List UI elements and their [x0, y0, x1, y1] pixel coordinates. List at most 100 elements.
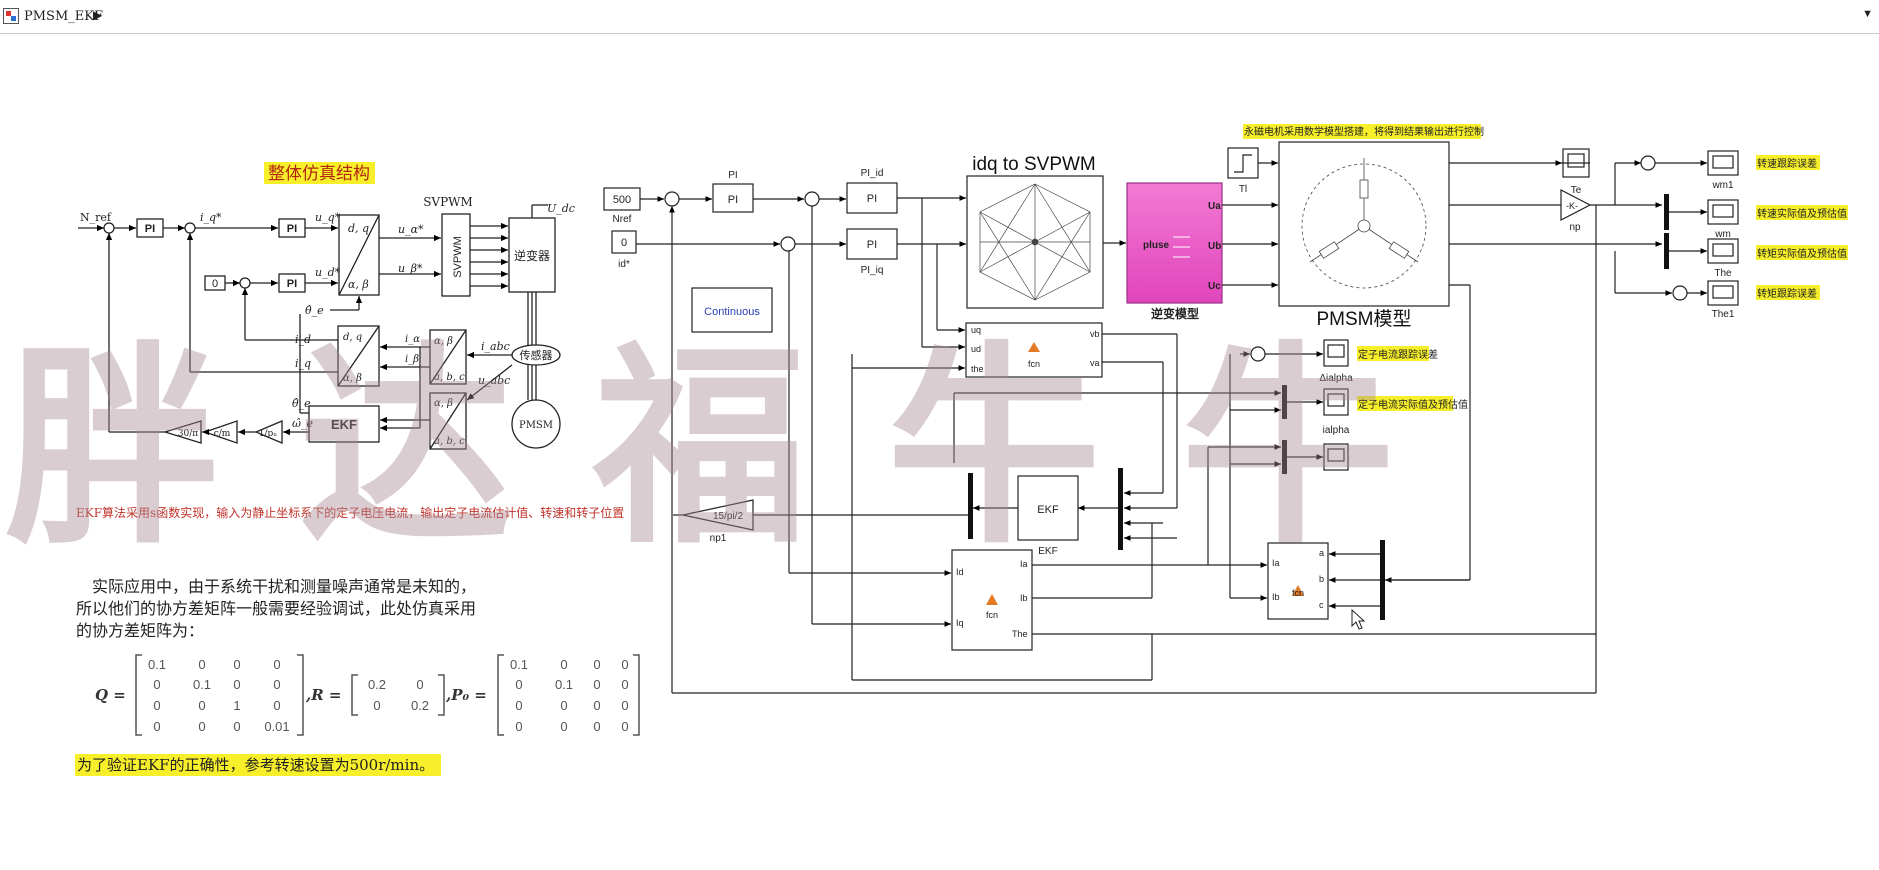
mini-pi-iq-text: PI: [287, 223, 297, 235]
wm-scope-label: wm: [1714, 229, 1731, 240]
torque-err-highlight: [1756, 285, 1820, 300]
mux-ialpha[interactable]: [1282, 385, 1287, 419]
p-cell: 0: [515, 698, 522, 713]
step-icon: [1234, 154, 1252, 173]
paragraph-line-2: 所以他们的协方差矩阵一般需要经验调试，此处仿真采用: [76, 599, 476, 618]
q-cell: 0: [233, 677, 240, 692]
mux-ibeta[interactable]: [1282, 440, 1287, 474]
ekf-text: EKF: [1037, 504, 1059, 516]
mini-gain-c-text: c/m: [214, 429, 231, 439]
np1-gain-block[interactable]: [682, 499, 754, 531]
mouse-cursor-icon: [1351, 608, 1366, 630]
pi-speed-block[interactable]: [712, 183, 754, 213]
q-cell: 0.1: [148, 657, 166, 672]
pi-speed-label: PI: [728, 170, 737, 181]
r-cell: 0.2: [368, 677, 386, 692]
matlab-function-icon: [986, 594, 998, 605]
mini-gain-30pi: [162, 420, 202, 444]
pmsm-note-highlight: [1243, 124, 1481, 139]
mini-ibeta: i_β: [405, 354, 419, 365]
left-panel: 整体仿真结构 N_ref PI i_q* PI u_q* 0 PI u_d*: [75, 162, 640, 776]
mini-gain-30pi-text: 30/π: [178, 429, 198, 439]
fcn-right-text: fcn: [1292, 588, 1304, 598]
p-cell: 0.1: [510, 657, 528, 672]
mini-ud-star: u_d*: [315, 266, 341, 279]
sum-iq[interactable]: [804, 191, 820, 207]
pi-id-label: PI_id: [861, 168, 884, 179]
p-cell: 0.1: [555, 677, 573, 692]
pi-iq-block[interactable]: [846, 228, 898, 260]
mini-pi-id-text: PI: [287, 278, 297, 290]
model-title[interactable]: PMSM_EKF: [24, 9, 103, 24]
q-cell: 0.1: [193, 677, 211, 692]
q-cell: 0: [153, 719, 160, 734]
np-gain-block[interactable]: [1560, 189, 1592, 221]
tl-label: Tl: [1239, 184, 1247, 195]
fcn-bottom-the: The: [1012, 629, 1028, 639]
nref-label: Nref: [613, 214, 632, 225]
q-cell: 0: [198, 657, 205, 672]
ekf-sfunction-block[interactable]: [1017, 475, 1079, 541]
mini-clarke-u-abc: a, b, c: [434, 436, 465, 447]
wm1-scope-label: wm1: [1711, 180, 1734, 191]
collapse-chevron-icon[interactable]: ▼: [1862, 8, 1873, 20]
mini-clarke-i: [429, 329, 467, 385]
fcn-right-a: a: [1319, 548, 1324, 558]
sum-id[interactable]: [780, 236, 796, 252]
q-cell: 0: [273, 677, 280, 692]
mux-torque[interactable]: [1664, 233, 1669, 269]
title-bar: PMSM_EKF ▶ ▼: [0, 0, 1879, 34]
inverter-subsystem-block[interactable]: [1126, 182, 1223, 304]
svpwm-hexagon-icon: [979, 183, 1091, 301]
p-cell: 0: [593, 698, 600, 713]
mini-uabc-label: u_abc: [478, 374, 510, 387]
r-cell: 0: [416, 677, 423, 692]
fcn-bottom-iq: Iq: [956, 618, 964, 628]
p-cell: 0: [593, 677, 600, 692]
mux-abc[interactable]: [1380, 540, 1385, 620]
np-gain-label: np: [1569, 222, 1581, 233]
sum-speed-error[interactable]: [1640, 155, 1656, 171]
mux-ekf-in[interactable]: [1118, 468, 1123, 550]
watermark-text: 胖达福牛牛: [5, 322, 1475, 573]
mini-udc-label: U_dc: [547, 202, 575, 215]
powergui-continuous-block[interactable]: [691, 287, 773, 333]
tl-step-block[interactable]: [1227, 147, 1259, 179]
mini-control-diagram: N_ref PI i_q* PI u_q* 0 PI u_d*: [78, 195, 575, 450]
mux-ekf-out[interactable]: [968, 473, 973, 539]
q-cell: 0: [233, 657, 240, 672]
p-cell: 0: [621, 677, 628, 692]
mini-pmsm: [511, 399, 561, 449]
mini-park-inverse: [338, 214, 380, 296]
sum-torque-error[interactable]: [1672, 285, 1688, 301]
fcn-right-ib: Ib: [1272, 592, 1280, 602]
mini-theta-hat: θ̂_e: [292, 397, 311, 410]
pi-iq-label: PI_iq: [861, 265, 884, 276]
mux-speed[interactable]: [1664, 194, 1669, 230]
fcn-bottom-text: fcn: [986, 610, 998, 620]
mini-ekf: [308, 405, 380, 443]
idref-value: 0: [621, 237, 627, 249]
p-cell: 0: [593, 657, 600, 672]
sum-speed[interactable]: [664, 191, 680, 207]
mini-omega-hat: ω̂_e: [292, 417, 313, 430]
pmsm-motor-icon: [1301, 158, 1427, 289]
expand-arrow-icon[interactable]: ▶: [93, 8, 103, 22]
mini-clarke-i-abc: a, b, c: [434, 372, 465, 383]
fcn-right-block[interactable]: [1267, 542, 1329, 620]
inverter-switch-icon: [1173, 236, 1190, 258]
simulink-model: 500 Nref 0 id* PI PI PI PI_id PI PI_iq C…: [603, 124, 1848, 694]
matlab-function-icon: [1028, 342, 1040, 352]
verify-highlight: [75, 754, 441, 776]
mini-svpwm-title: SVPWM: [423, 195, 473, 209]
idref-constant-block[interactable]: [611, 230, 637, 254]
mini-iq-label: i_q: [295, 357, 311, 370]
p-cell: 0: [621, 657, 628, 672]
paragraph-line-1: 实际应用中，由于系统干扰和测量噪声通常是未知的，: [92, 577, 476, 596]
model-canvas[interactable]: 整体仿真结构 N_ref PI i_q* PI u_q* 0 PI u_d*: [0, 34, 1879, 865]
p-cell: 0: [515, 719, 522, 734]
figure-title: 整体仿真结构: [268, 164, 370, 184]
covariance-matrices: Q = 0.1 0 0 0 0 0.1 0 0 0 0 1 0 0 0 0 0.…: [95, 654, 640, 736]
q-cell: 0: [233, 719, 240, 734]
mini-svpwm-block: [441, 213, 471, 297]
